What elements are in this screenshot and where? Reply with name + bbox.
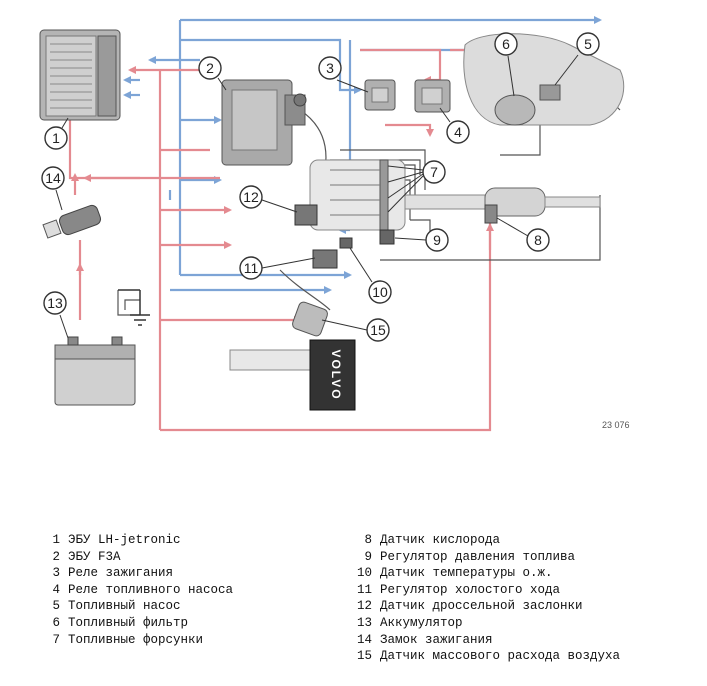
fuel-tank-assembly [463, 33, 625, 126]
callout-9: 9 [394, 228, 449, 252]
ecu-lh-jetronic [39, 29, 121, 121]
exhaust-pipe [404, 187, 601, 224]
svg-text:2: 2 [206, 60, 214, 76]
svg-text:6: 6 [502, 36, 510, 52]
callout-6: 6 [494, 32, 518, 97]
coolant-temperature-sensor [339, 237, 353, 249]
callout-4: 4 [439, 107, 470, 144]
idle-air-control-valve [312, 249, 338, 269]
svg-text:3: 3 [326, 60, 334, 76]
callout-2: 2 [198, 56, 227, 91]
svg-text:7: 7 [430, 164, 438, 180]
callout-14: 14 [41, 166, 65, 211]
svg-text:5: 5 [584, 36, 592, 52]
wiring [117, 89, 621, 316]
callout-3: 3 [318, 56, 369, 93]
fuel-pump-relay [414, 79, 451, 113]
callout-13: 13 [43, 291, 69, 339]
svg-text:9: 9 [433, 232, 441, 248]
callout-7: 7 [387, 160, 446, 213]
callout-10: 10 [349, 247, 392, 304]
air-filter-box: VOLVO [309, 339, 356, 411]
figure-number: 23 076 [602, 420, 630, 430]
callout-8: 8 [496, 217, 550, 252]
volvo-logo: VOLVO [329, 349, 343, 400]
svg-text:14: 14 [45, 170, 61, 186]
svg-text:13: 13 [47, 295, 63, 311]
fuel-pressure-regulator [379, 229, 395, 245]
callout-1: 1 [44, 117, 69, 150]
fuel-system-diagram: VOLVO 1 2 3 4 5 6 7 8 9 10 11 12 13 14 1… [39, 16, 630, 432]
svg-text:11: 11 [244, 260, 259, 276]
callout-12: 12 [239, 185, 298, 213]
ignition-relay [364, 79, 396, 111]
svg-text:8: 8 [534, 232, 542, 248]
callout-5: 5 [554, 32, 600, 86]
fuel-injectors [309, 159, 406, 231]
callout-15: 15 [321, 318, 390, 342]
svg-text:1: 1 [52, 130, 60, 146]
ecu-f3a [221, 79, 307, 166]
svg-text:10: 10 [372, 284, 388, 300]
svg-text:15: 15 [370, 322, 386, 338]
svg-text:12: 12 [243, 189, 259, 205]
ground-symbol [118, 289, 150, 326]
battery [54, 336, 136, 406]
callout-11: 11 [239, 256, 316, 280]
svg-text:4: 4 [454, 124, 462, 140]
air-mass-meter [229, 301, 328, 371]
throttle-position-sensor [294, 204, 318, 226]
ignition-switch [42, 204, 102, 239]
